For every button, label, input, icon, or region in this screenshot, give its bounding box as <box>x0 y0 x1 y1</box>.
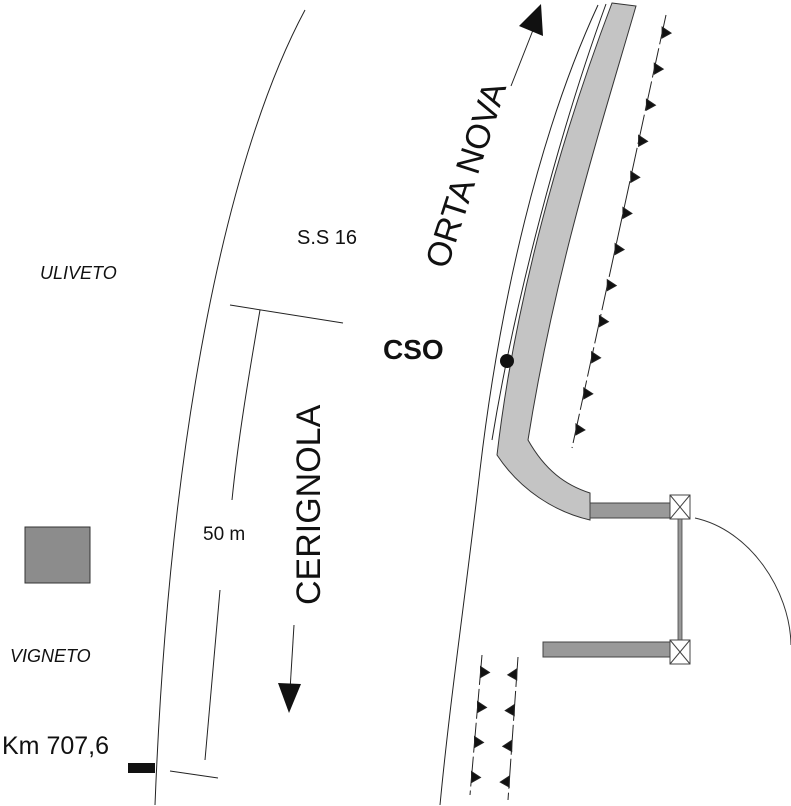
tree-icon <box>622 206 633 220</box>
north-direction-label: ORTA NOVA <box>418 77 514 272</box>
building <box>24 526 91 584</box>
tree-icon <box>499 775 510 788</box>
tree-icon <box>598 314 610 328</box>
road-left-edge <box>154 9 306 806</box>
km-marker <box>128 763 155 773</box>
north-arrow-shaft <box>510 24 536 87</box>
cso-label: CSO <box>383 334 444 365</box>
tree-icon <box>506 667 518 681</box>
cso-point <box>500 354 514 368</box>
tree-rows <box>469 14 673 801</box>
tree-icon <box>504 703 515 717</box>
area-north-label: ULIVETO <box>40 263 117 283</box>
area-south-label: VIGNETO <box>10 646 91 666</box>
south-arrow-head-icon <box>278 683 301 713</box>
tree-icon <box>474 735 485 749</box>
distance-label: 50 m <box>203 524 245 545</box>
tree-icon <box>471 770 482 784</box>
section-line <box>229 304 344 324</box>
road-right-edge <box>439 4 599 806</box>
dimension-line-upper <box>231 309 261 501</box>
tree-icon <box>653 62 665 75</box>
tree-icon <box>480 665 491 679</box>
connecting-pipe <box>677 518 683 641</box>
tree-icon <box>638 134 649 148</box>
north-arrow-head-icon <box>519 4 543 36</box>
km-tick <box>169 770 219 779</box>
tree-icon <box>614 242 626 256</box>
kilometer-label: Km 707,6 <box>2 732 109 760</box>
tree-icon <box>661 26 673 39</box>
dimension-line-lower <box>204 589 221 761</box>
lower-manhole-cross-icon <box>669 639 691 665</box>
tree-row-east-line <box>571 14 667 449</box>
tree-icon <box>575 423 586 436</box>
tree-icon <box>477 700 488 714</box>
upper-culvert <box>589 502 671 519</box>
tree-icon <box>501 739 513 753</box>
tree-icon <box>591 350 602 364</box>
road-label: S.S 16 <box>297 227 357 249</box>
south-direction-label: CERIGNOLA <box>290 404 328 605</box>
lower-culvert <box>542 641 671 658</box>
tree-icon <box>630 170 641 184</box>
tree-icon <box>606 278 618 292</box>
south-arrow-shaft <box>289 624 295 691</box>
tree-icon <box>583 386 594 400</box>
boundary-arc <box>694 517 791 646</box>
upper-manhole-cross-icon <box>669 494 691 520</box>
tree-icon <box>645 98 657 112</box>
channel-inner-line <box>491 3 607 441</box>
